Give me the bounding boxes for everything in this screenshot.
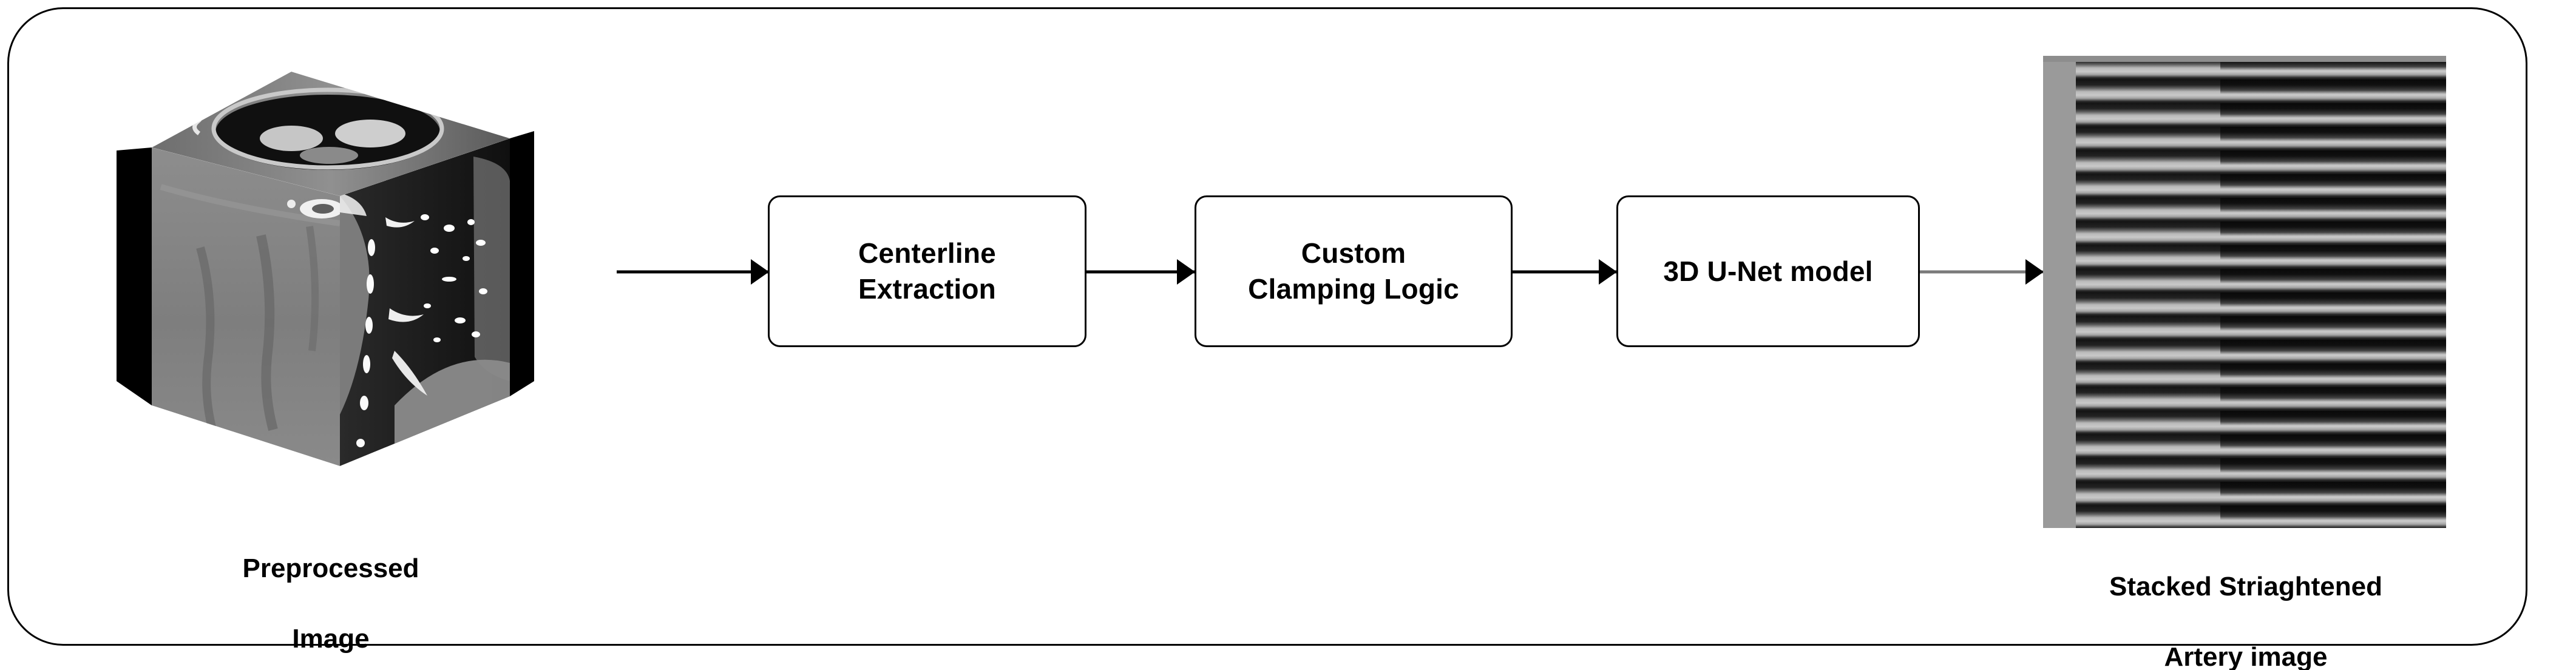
process-box-label: Custom Clamping Logic (1248, 237, 1459, 305)
process-box-custom-clamping-logic[interactable]: Custom Clamping Logic (1195, 195, 1513, 347)
process-box-3d-unet-model[interactable]: 3D U-Net model (1616, 195, 1920, 347)
artery-left-margin (2043, 56, 2076, 528)
output-caption: Stacked Striaghtened Artery image (2003, 534, 2489, 670)
arrow-head-icon (2025, 259, 2044, 285)
input-caption-line1: Preprocessed (242, 553, 419, 584)
arrow-shaft (1920, 270, 2043, 274)
arrow-head-icon (1599, 259, 1617, 285)
stacked-artery-image (2043, 56, 2446, 528)
output-caption-line2: Artery image (2164, 642, 2328, 670)
arrow-shaft (1086, 270, 1195, 274)
input-caption: Preprocessed Image (109, 516, 552, 670)
input-caption-line2: Image (292, 624, 370, 654)
process-box-centerline-extraction[interactable]: Centerline Extraction (768, 195, 1086, 347)
output-caption-line1: Stacked Striaghtened (2109, 572, 2382, 602)
ct-volume-cube-svg (117, 72, 534, 466)
artery-top-edge (2043, 56, 2446, 62)
diagram-outer-border (7, 7, 2527, 646)
artery-lumen-shadow (2220, 56, 2446, 528)
process-box-label: Centerline Extraction (858, 237, 996, 305)
arrow-shaft (617, 270, 768, 274)
ct-volume-cube-image (109, 66, 552, 490)
process-box-label: 3D U-Net model (1663, 255, 1873, 287)
arrow-shaft (1513, 270, 1616, 274)
arrow-head-icon (1177, 259, 1195, 285)
arrow-head-icon (751, 259, 769, 285)
